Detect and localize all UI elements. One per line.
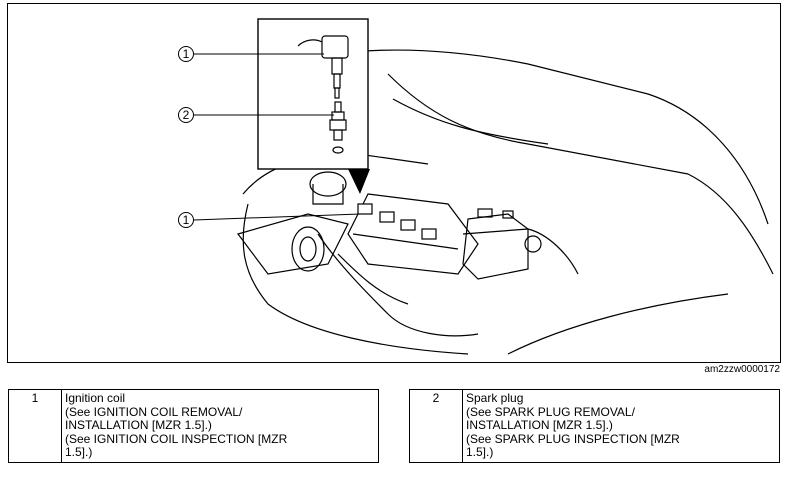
leader-line-3 xyxy=(193,213,361,221)
ignition-coil-drawing xyxy=(297,35,349,99)
callout-circle-2 xyxy=(178,107,194,123)
legend-reference-link[interactable]: INSTALLATION [MZR 1.5].) xyxy=(65,418,212,432)
detail-inset xyxy=(257,18,370,194)
legend-reference-link[interactable]: (See SPARK PLUG INSPECTION [MZR xyxy=(466,431,680,446)
engine-bay-outline xyxy=(236,49,774,355)
legend-reference-link[interactable]: INSTALLATION [MZR 1.5].) xyxy=(466,418,613,432)
callouts xyxy=(178,46,361,228)
ignition-coil-units xyxy=(357,203,437,240)
legend-row: 2 Spark plug (See SPARK PLUG REMOVAL/ IN… xyxy=(409,389,780,463)
legend-reference-link[interactable]: 1.5].) xyxy=(466,445,494,459)
legend-reference-link[interactable]: (See SPARK PLUG REMOVAL/ xyxy=(466,404,635,419)
legend-reference-link[interactable]: (See IGNITION COIL REMOVAL/ xyxy=(65,404,243,419)
spark-plug-drawing xyxy=(329,101,347,154)
legend-table-ignition-coil: 1 Ignition coil (See IGNITION COIL REMOV… xyxy=(8,389,379,463)
engine-illustration-frame: 1 2 1 xyxy=(7,3,781,363)
legend-number: 1 xyxy=(8,389,62,463)
legend-number: 2 xyxy=(409,389,463,463)
callout-circle-1 xyxy=(178,46,194,62)
callout-label-3: 1 xyxy=(183,213,190,227)
legend-title: Spark plug xyxy=(466,391,524,405)
figure-code: am2zzw0000172 xyxy=(704,364,780,375)
legend-description: Spark plug (See SPARK PLUG REMOVAL/ INST… xyxy=(462,389,780,463)
legend-title: Ignition coil xyxy=(65,391,126,405)
legend-reference-link[interactable]: 1.5].) xyxy=(65,445,93,459)
legend-description: Ignition coil (See IGNITION COIL REMOVAL… xyxy=(61,389,379,463)
callout-label-2: 2 xyxy=(183,108,190,122)
legend-table-spark-plug: 2 Spark plug (See SPARK PLUG REMOVAL/ IN… xyxy=(409,389,780,463)
legend-row: 1 Ignition coil (See IGNITION COIL REMOV… xyxy=(8,389,379,463)
callout-circle-3 xyxy=(178,212,194,228)
legend-reference-link[interactable]: (See IGNITION COIL INSPECTION [MZR xyxy=(65,431,288,446)
engine-illustration: 1 2 1 xyxy=(178,18,774,355)
callout-label-1: 1 xyxy=(183,47,190,61)
